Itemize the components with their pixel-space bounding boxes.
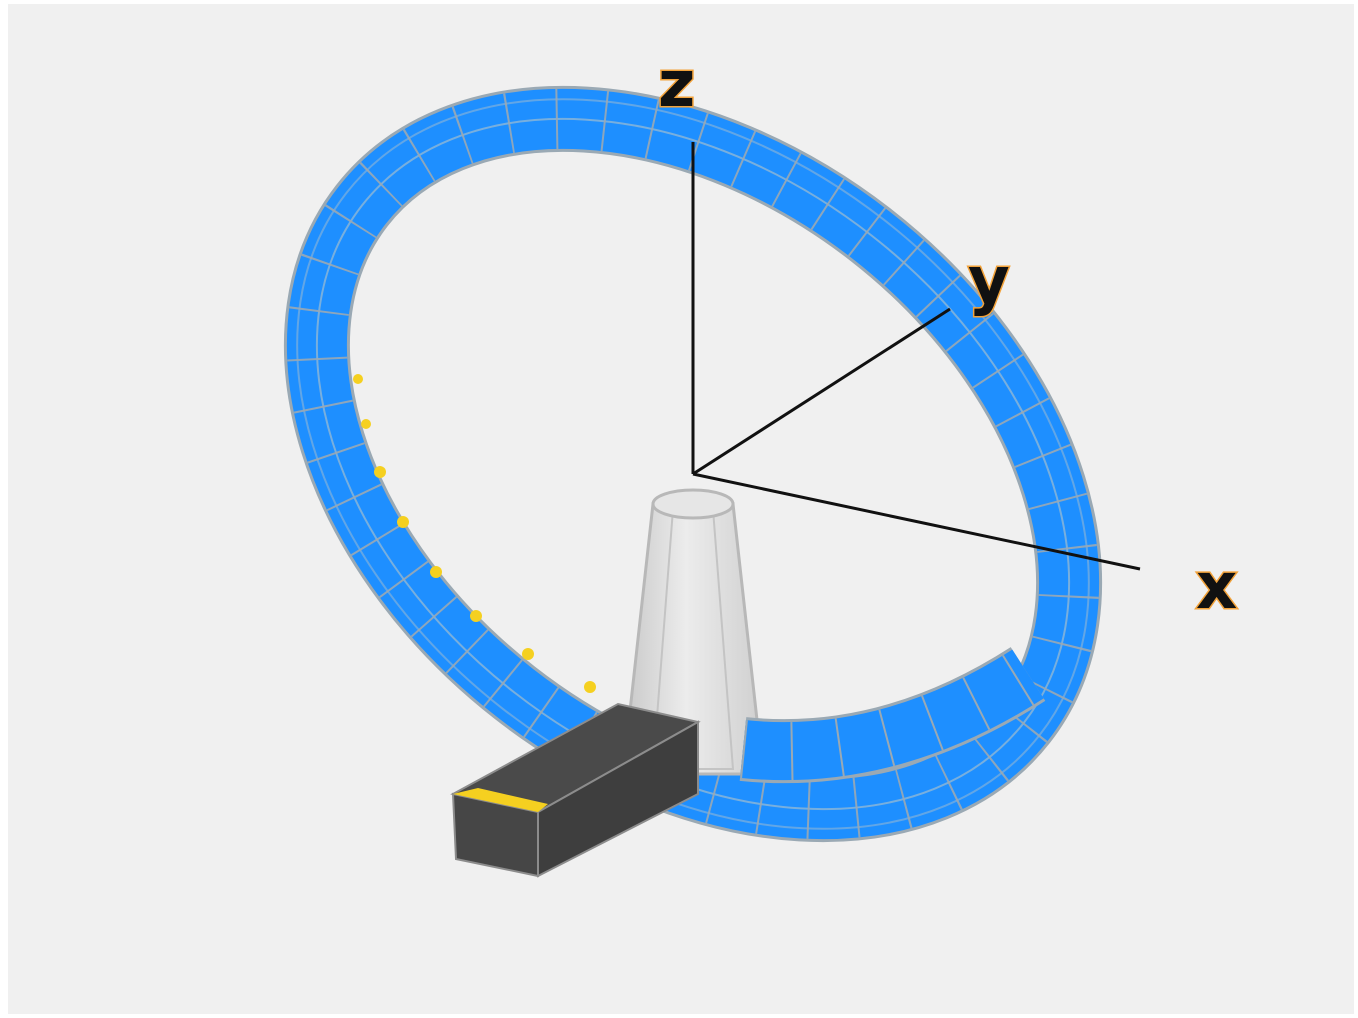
loop-antenna [283, 85, 1103, 843]
x-axis-line [692, 472, 1141, 571]
connector-side [537, 720, 699, 878]
antenna-3d-view: z y x [8, 4, 1354, 1014]
feed-markings [353, 374, 596, 693]
axes [691, 142, 1141, 571]
z-axis-label: z [658, 48, 695, 122]
connector-block [450, 702, 701, 878]
y-axis-line [692, 307, 951, 476]
y-axis-label: y [968, 244, 1010, 318]
loop-grid-segments [286, 88, 1100, 840]
connector-yellow-edge [453, 788, 548, 812]
antenna-diagram: z y x [283, 47, 1239, 878]
x-axis-label: x [1196, 550, 1237, 624]
loop-front-segment [739, 646, 1046, 784]
